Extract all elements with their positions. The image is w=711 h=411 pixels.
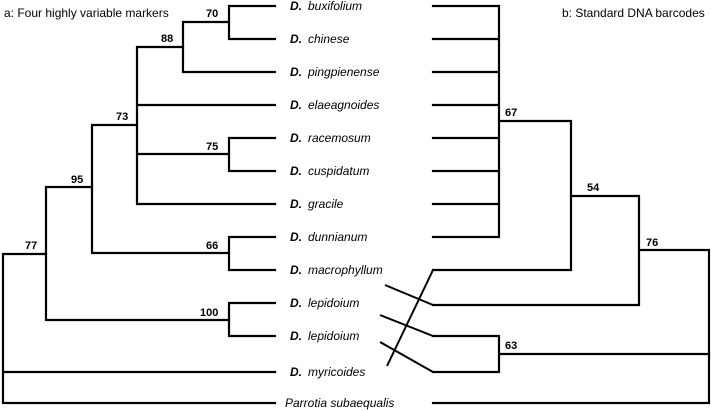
support-a-75: 75	[206, 141, 218, 153]
support-a-70: 70	[206, 8, 218, 20]
taxon-label: D.pingpienense	[290, 65, 380, 79]
support-a-100: 100	[200, 307, 218, 319]
taxon-label: D.chinese	[290, 32, 350, 46]
tree-b-branch-root	[431, 248, 711, 405]
connector-macrophyllum	[384, 284, 434, 306]
tree-a-branch-racemosum-cuspidatum	[227, 136, 277, 173]
taxon-label: D.lepidoium	[290, 329, 359, 343]
tree-b-branch-polytomy	[431, 4, 501, 239]
taxon-label: D.buxifolium	[290, 0, 362, 13]
tree-b-branch-ingroup-upper	[431, 194, 641, 307]
support-b-54: 54	[587, 182, 600, 194]
tree-a-branch-core-clade	[135, 45, 277, 206]
panel-b-title: b: Standard DNA barcodes	[562, 6, 705, 20]
taxon-label: D.myricoides	[290, 365, 365, 379]
taxon-label: D.dunnianum	[290, 230, 367, 244]
tree-a-branch-ingroup-upper	[90, 123, 231, 255]
taxon-label: D.elaeagnoides	[290, 98, 379, 112]
tree-a-branch-root	[1, 252, 277, 405]
support-a-95: 95	[71, 174, 83, 186]
taxon-label: D.macrophyllum	[290, 263, 383, 277]
connector-myricoides	[386, 269, 434, 367]
support-b-63: 63	[505, 340, 517, 352]
outgroup-label: Parrotia subaequalis	[285, 396, 394, 410]
taxon-label: D.lepidoium	[290, 296, 359, 310]
panel-a-title: a: Four highly variable markers	[4, 6, 169, 20]
support-a-77: 77	[25, 240, 37, 252]
taxon-labels: D.buxifolium D.chinese D.pingpienense D.…	[285, 0, 394, 410]
support-a-88: 88	[161, 33, 173, 45]
support-a-66: 66	[206, 240, 218, 252]
tree-b: 67 54 76 63	[431, 4, 711, 405]
tree-a: 70 88 75 73 66 95 100 77	[1, 4, 277, 405]
support-b-76: 76	[646, 237, 658, 249]
tree-b-branch-with-macrophyllum	[431, 119, 573, 272]
taxon-label: D.racemosum	[290, 131, 371, 145]
support-b-67: 67	[505, 107, 517, 119]
tree-b-branch-lepidoium-myricoides	[431, 334, 711, 374]
connector-lepidoium-b	[379, 341, 434, 373]
support-a-73: 73	[116, 111, 128, 123]
tree-a-branch-buxifolium-chinese	[227, 4, 277, 41]
tree-a-branch-lepidoium-pair	[227, 301, 277, 338]
tree-a-branch-dunnianum-macrophyllum	[227, 235, 277, 272]
taxon-label: D.cuspidatum	[290, 164, 369, 178]
taxon-label: D.gracile	[290, 197, 344, 211]
tanglegram-connectors	[379, 269, 434, 373]
